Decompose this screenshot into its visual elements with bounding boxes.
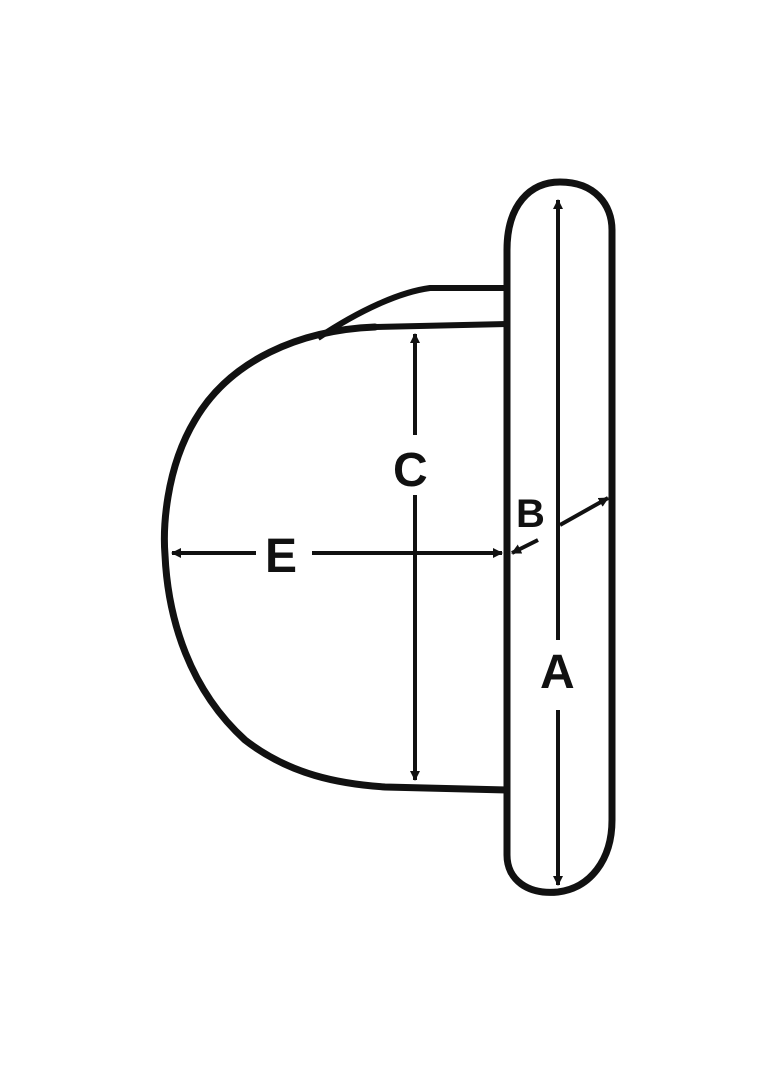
flange-outline — [503, 178, 616, 896]
label-e: E — [265, 530, 297, 583]
dimension-b: B — [511, 492, 609, 555]
dome-outline — [160, 323, 511, 794]
label-b: B — [516, 492, 545, 536]
label-a: A — [540, 646, 575, 699]
dimension-a: A — [540, 199, 575, 886]
dimension-c: C — [393, 333, 428, 781]
label-c: C — [393, 444, 428, 497]
dimension-e: E — [171, 530, 503, 583]
